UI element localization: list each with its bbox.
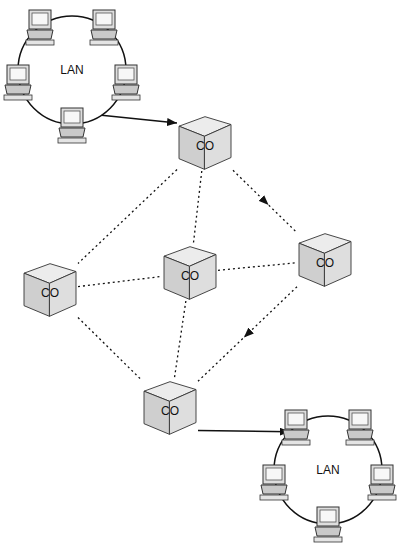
lan-computers [260,410,396,542]
trunk-line [78,276,162,286]
node-label: CO [177,139,233,153]
computer-icon [282,410,310,445]
central-office-box: CO [22,262,78,318]
central-office-box: CO [297,232,353,288]
node-label: LAN [17,63,127,77]
node-label: LAN [273,463,383,477]
trunk-line [78,170,177,264]
node-label: CO [162,269,218,283]
link-arrow [198,430,290,431]
computer-icon [346,410,374,445]
trunk-line [174,301,186,380]
node-label: CO [22,286,78,300]
lan-computers [4,10,140,143]
node-label: CO [297,256,353,270]
central-office-box: CO [142,380,198,436]
trunk-line [78,318,142,381]
central-office-box: CO [162,245,218,301]
trunk-line [198,287,297,382]
computer-icon [58,108,86,143]
computer-icon [90,10,118,45]
trunk-line [218,263,297,271]
central-office-box: CO [177,115,233,171]
computer-icon [26,10,54,45]
link-arrow [102,115,177,123]
lan-ring: LAN [273,415,383,525]
lan-ring: LAN [17,15,127,125]
node-label: CO [142,404,198,418]
trunk-line [233,170,297,232]
trunk-line [193,171,202,245]
